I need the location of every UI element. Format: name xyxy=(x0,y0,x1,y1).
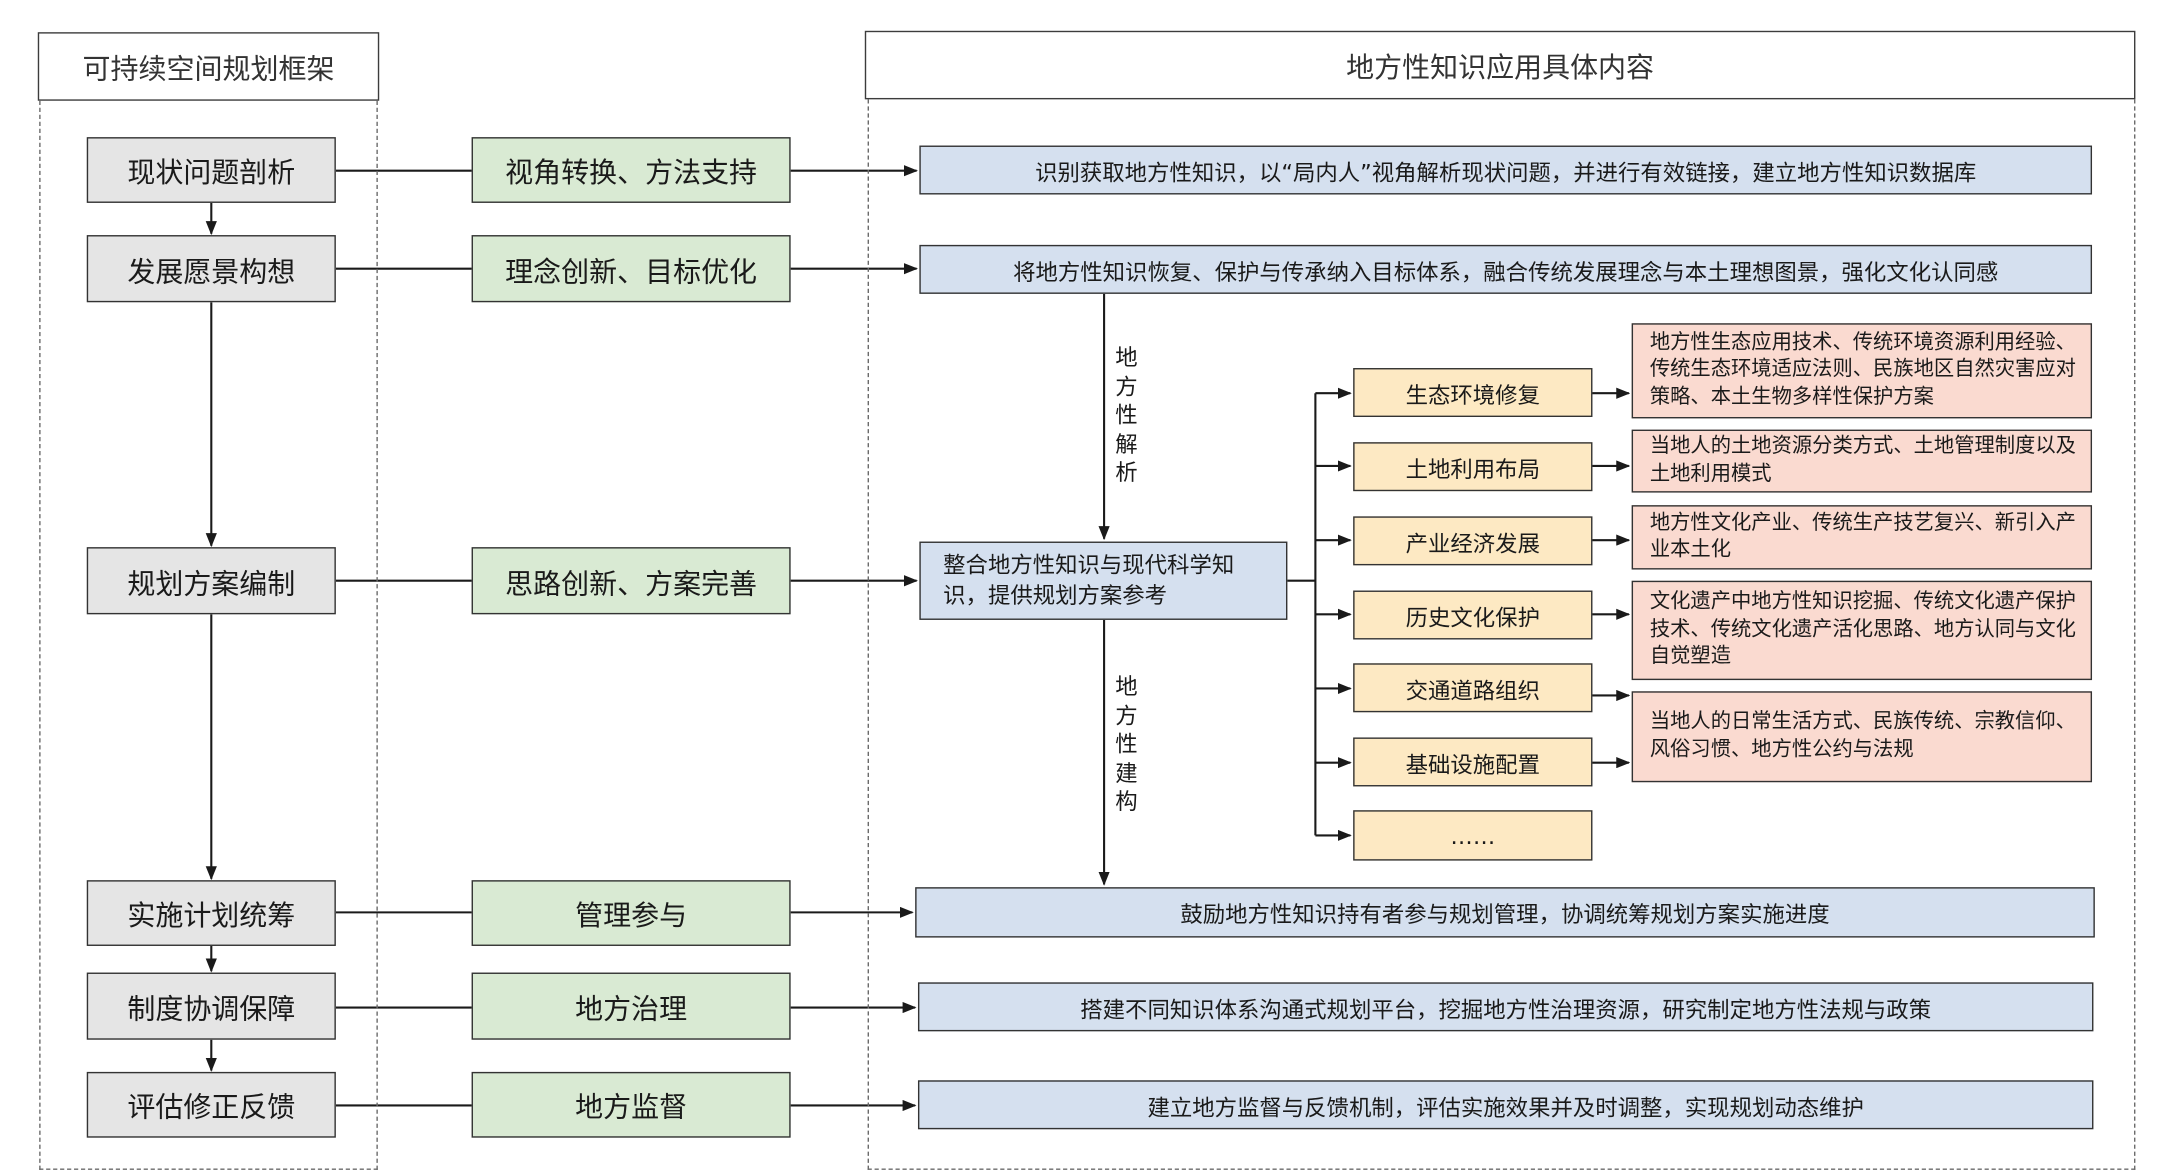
label-localized-construction: 地方性建构 xyxy=(1111,673,1142,818)
stage-vision: 发展愿景构想 xyxy=(86,235,336,303)
right-column-frame xyxy=(867,99,2136,1170)
stage-implementation: 实施计划统筹 xyxy=(86,880,336,946)
stage-institution: 制度协调保障 xyxy=(86,972,336,1040)
topic-transport: 交通道路组织 xyxy=(1353,663,1593,713)
method-perspective: 视角转换、方法支持 xyxy=(471,137,791,203)
label-localized-analysis: 地方性解析 xyxy=(1111,344,1142,489)
stage-evaluation: 评估修正反馈 xyxy=(86,1071,336,1138)
detail-land-use: 当地人的土地资源分类方式、土地管理制度以及土地利用模式 xyxy=(1631,429,2093,493)
topic-land-use: 土地利用布局 xyxy=(1353,442,1593,492)
stage-status-analysis: 现状问题剖析 xyxy=(86,137,336,203)
content-governance: 搭建不同知识体系沟通式规划平台，挖掘地方性治理资源，研究制定地方性法规与政策 xyxy=(917,982,2094,1032)
method-approach: 思路创新、方案完善 xyxy=(471,547,791,615)
left-header: 可持续空间规划框架 xyxy=(37,32,380,101)
topic-more: …… xyxy=(1353,810,1593,861)
method-governance: 地方治理 xyxy=(471,972,791,1040)
content-target-system: 将地方性知识恢复、保护与传承纳入目标体系，融合传统发展理念与本土理想图景，强化文… xyxy=(919,244,2093,294)
method-supervision: 地方监督 xyxy=(471,1071,791,1138)
stage-plan-making: 规划方案编制 xyxy=(86,547,336,615)
content-feedback: 建立地方监督与反馈机制，评估实施效果并及时调整，实现规划动态维护 xyxy=(917,1080,2094,1130)
topic-industry: 产业经济发展 xyxy=(1353,516,1593,566)
right-header: 地方性知识应用具体内容 xyxy=(864,30,2136,100)
detail-ecology: 地方性生态应用技术、传统环境资源利用经验、传统生态环境适应法则、民族地区自然灾害… xyxy=(1631,323,2093,419)
content-plan-reference: 整合地方性知识与现代科学知识，提供规划方案参考 xyxy=(919,541,1288,620)
topic-infrastructure: 基础设施配置 xyxy=(1353,737,1593,787)
detail-daily-life: 当地人的日常生活方式、民族传统、宗教信仰、风俗习惯、地方性公约与法规 xyxy=(1631,691,2093,783)
method-concept: 理念创新、目标优化 xyxy=(471,235,791,303)
left-column-frame xyxy=(39,100,378,1170)
content-participation: 鼓励地方性知识持有者参与规划管理，协调统筹规划方案实施进度 xyxy=(915,887,2095,938)
content-knowledge-database: 识别获取地方性知识，以“局内人”视角解析现状问题，并进行有效链接，建立地方性知识… xyxy=(919,145,2093,195)
detail-heritage: 文化遗产中地方性知识挖掘、传统文化遗产保护技术、传统文化遗产活化思路、地方认同与… xyxy=(1631,580,2093,681)
topic-ecology: 生态环境修复 xyxy=(1353,368,1593,418)
topic-heritage: 历史文化保护 xyxy=(1353,590,1593,640)
method-management: 管理参与 xyxy=(471,880,791,946)
detail-industry: 地方性文化产业、传统生产技艺复兴、新引入产业本土化 xyxy=(1631,505,2093,570)
